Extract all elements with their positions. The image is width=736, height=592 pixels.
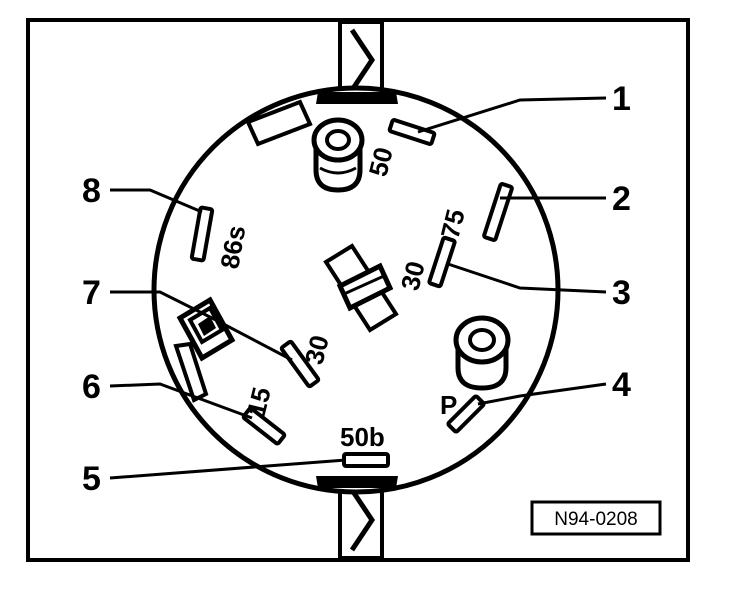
label-75: 75: [435, 206, 471, 241]
mounting-screw-upper: [311, 117, 365, 193]
callout-1: 1: [612, 80, 631, 118]
callout-7: 7: [82, 274, 101, 312]
bottom-tab-band: [316, 476, 398, 488]
terminal-50b: [342, 452, 390, 468]
label-p: P: [440, 390, 457, 420]
reference-code: N94-0208: [554, 509, 637, 530]
label-50: 50: [363, 144, 399, 179]
terminal-86s: [189, 205, 215, 263]
leader-line-7: [110, 290, 293, 362]
terminal-15: [241, 406, 287, 446]
top-left-lug: [245, 99, 313, 147]
label-86s: 86s: [214, 223, 251, 271]
callout-5: 5: [82, 460, 101, 498]
leader-line-1: [417, 96, 607, 134]
central-contact-element: [323, 243, 399, 333]
label-30-center: 30: [395, 258, 431, 293]
leader-line-4: [477, 382, 607, 406]
callout-6: 6: [82, 368, 101, 406]
square-terminal-block: [176, 296, 236, 362]
terminal-50: [387, 118, 437, 146]
top-tab-band: [316, 92, 398, 104]
callout-4: 4: [612, 366, 631, 404]
callout-8: 8: [82, 172, 101, 210]
label-15: 15: [241, 384, 277, 419]
label-30-lower: 30: [299, 332, 335, 367]
callout-3: 3: [612, 274, 631, 312]
leader-line-5: [109, 458, 347, 480]
reference-code-box: [530, 500, 662, 536]
terminal-p: [446, 394, 486, 434]
mounting-screw-lower: [453, 315, 511, 391]
leader-line-3: [447, 262, 607, 294]
label-50b: 50b: [340, 422, 385, 452]
leader-line-6: [109, 382, 253, 420]
terminal-30-lower: [279, 339, 321, 389]
left-lug: [173, 341, 209, 403]
terminal-30-center: [427, 235, 457, 289]
callout-2: 2: [612, 180, 631, 218]
leader-line-8: [110, 188, 203, 214]
